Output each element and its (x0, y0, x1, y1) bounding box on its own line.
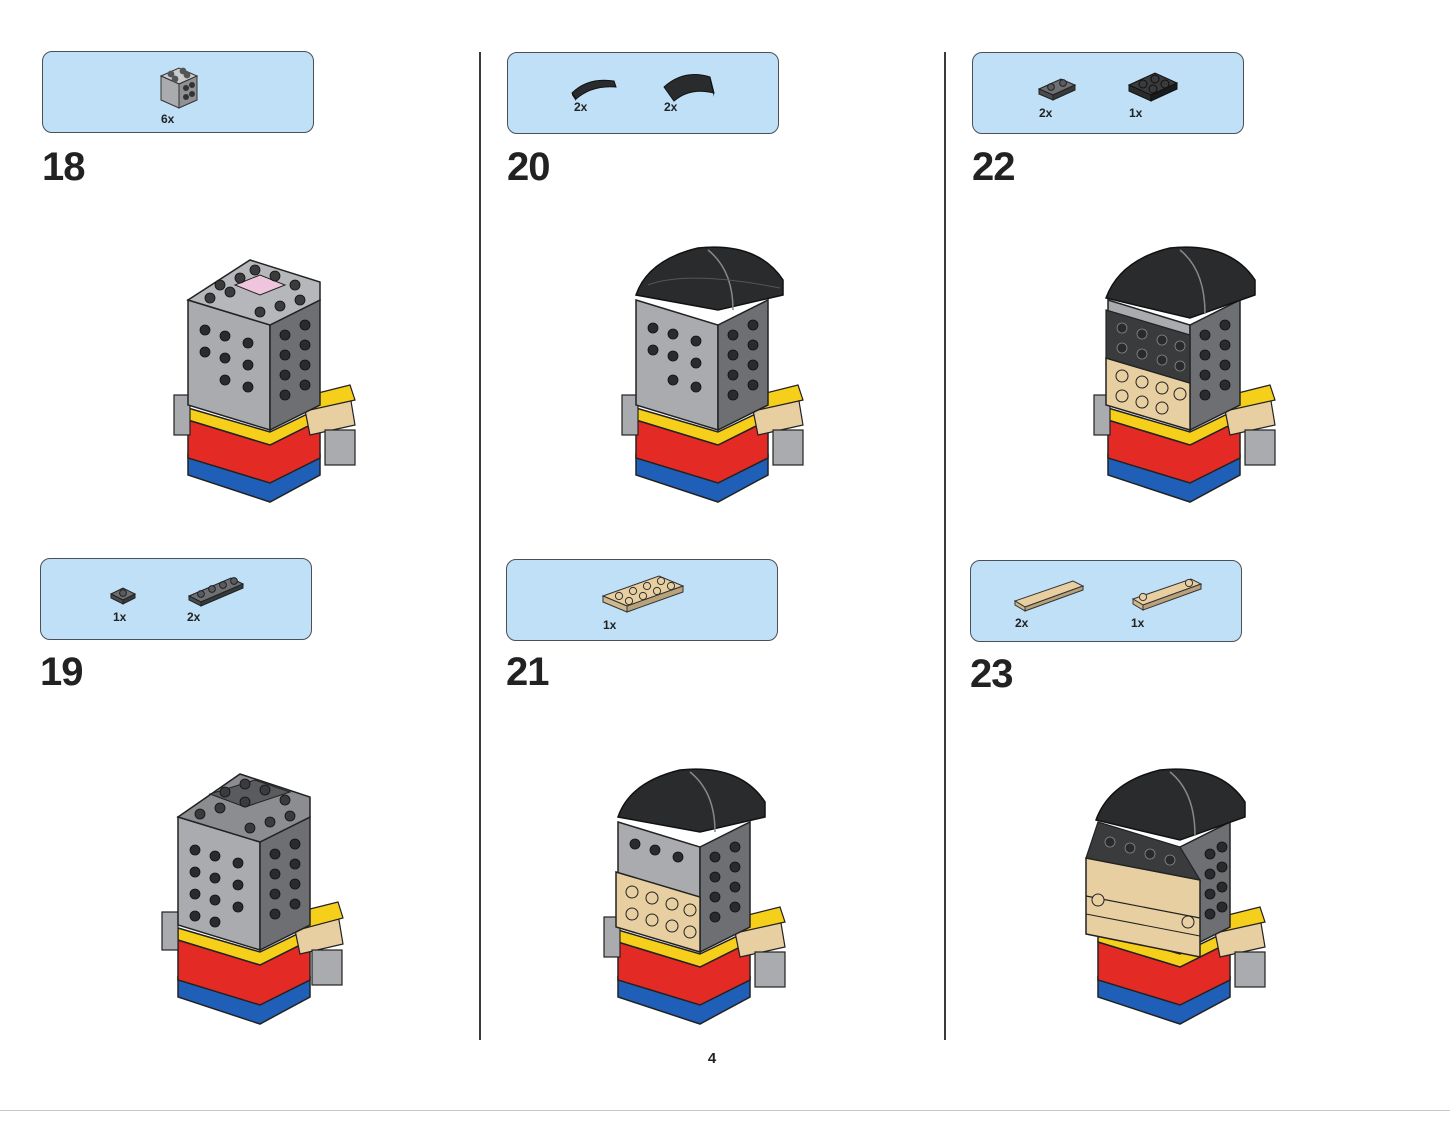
black-2x2-plate-icon (1127, 72, 1179, 102)
page-number: 4 (707, 1050, 717, 1067)
parts-callout-step-19: 1x 2x (40, 558, 312, 640)
part-quantity: 2x (1039, 106, 1053, 120)
part-quantity: 1x (1131, 616, 1145, 630)
part-quantity: 1x (1129, 106, 1143, 120)
model-step-21 (603, 768, 786, 1025)
model-step-20 (621, 246, 804, 503)
step-number-23: 23 (970, 652, 1013, 696)
dark-gray-1x2-plate-icon (1037, 78, 1077, 101)
step-number-19: 19 (40, 650, 83, 694)
part-quantity: 2x (1015, 616, 1029, 630)
parts-callout-step-21: 1x (506, 559, 778, 641)
part-quantity: 2x (664, 100, 678, 114)
dark-gray-1x4-plate-icon (187, 577, 245, 607)
part-quantity: 1x (113, 610, 127, 624)
step-number-18: 18 (42, 145, 85, 189)
light-gray-2x2-brick-icon (159, 67, 199, 109)
part-quantity: 1x (603, 618, 617, 632)
step-number-20: 20 (507, 145, 550, 189)
part-quantity: 6x (161, 112, 175, 126)
parts-callout-step-23: 2x 1x (970, 560, 1242, 642)
column-divider-left (479, 52, 481, 1040)
tan-1x4-tile-icon (1013, 580, 1085, 612)
model-step-18 (173, 259, 356, 503)
model-step-22 (1093, 246, 1276, 503)
model-step-19 (161, 773, 344, 1025)
parts-callout-step-20: 2x 2x (507, 52, 779, 134)
tan-1x4-jumper-plate-icon (1131, 578, 1203, 611)
tan-2x4-plate-icon (601, 575, 685, 613)
scan-edge-line (0, 1110, 1450, 1111)
parts-callout-step-22: 2x 1x (972, 52, 1244, 134)
black-curved-slope-icon (571, 79, 617, 101)
dark-gray-1x1-plate-icon (109, 587, 137, 605)
parts-callout-step-18: 6x (42, 51, 314, 133)
step-number-22: 22 (972, 145, 1015, 189)
part-quantity: 2x (574, 100, 588, 114)
black-wide-curved-slope-icon (663, 74, 715, 102)
model-step-23 (1085, 768, 1266, 1025)
column-divider-right (944, 52, 946, 1040)
part-quantity: 2x (187, 610, 201, 624)
step-number-21: 21 (506, 650, 549, 694)
